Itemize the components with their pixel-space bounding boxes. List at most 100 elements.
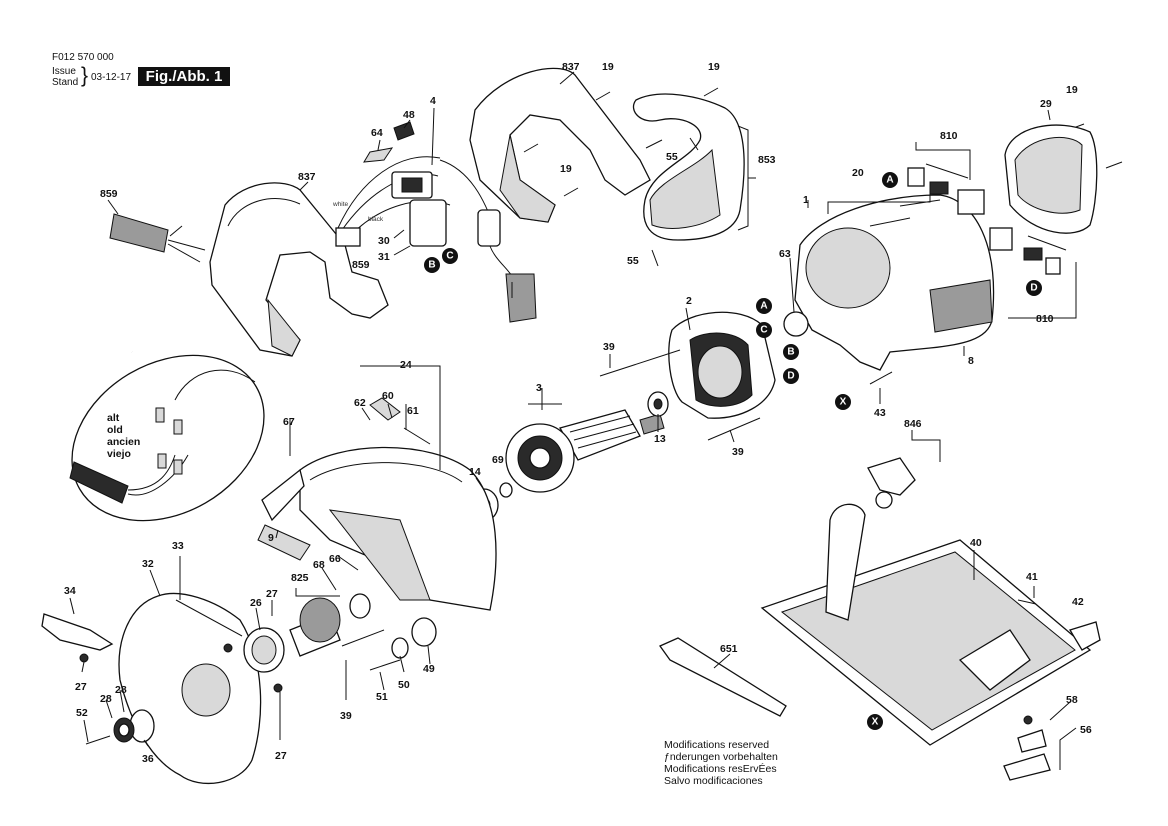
svg-text:D: D: [787, 371, 794, 382]
part-label: 43: [874, 407, 886, 419]
svg-text:D: D: [1030, 283, 1037, 294]
modifications-line: Modifications reserved: [664, 739, 770, 751]
part-label: 62: [354, 397, 366, 409]
part-label: 8: [968, 355, 974, 367]
part-label: 58: [1066, 694, 1078, 706]
part-label: 66: [329, 553, 341, 565]
main-handle: [469, 67, 756, 241]
modifications-line: Salvo modificaciones: [664, 775, 763, 787]
modifications-line: Modifications resErvÉes: [664, 763, 777, 775]
part-label: 30: [378, 235, 390, 247]
brush-holders: [907, 163, 1067, 275]
long-screws: [599, 349, 893, 441]
part-label: 29: [1040, 98, 1052, 110]
marker-c-1: C: [442, 248, 458, 264]
part-label: 859: [100, 188, 118, 200]
part-label: 51: [376, 691, 388, 703]
part-label: 39: [732, 446, 744, 458]
blade-guard: [257, 397, 497, 611]
part-label: 837: [298, 171, 316, 183]
power-cord: [50, 213, 206, 354]
svg-text:B: B: [428, 260, 435, 271]
part-label: 50: [398, 679, 410, 691]
part-label: 68: [313, 559, 325, 571]
base-plate: [760, 503, 1101, 746]
part-label: 825: [291, 572, 309, 584]
part-label: 69: [492, 454, 504, 466]
wire-label-black: black: [368, 216, 384, 223]
part-number: F012 570 000: [52, 52, 114, 63]
issue-date: 03-12-17: [91, 72, 132, 83]
part-label: 64: [371, 127, 383, 139]
stand-label: Stand: [52, 77, 79, 88]
lower-guard: [41, 592, 262, 785]
marker-x-1: X: [835, 394, 851, 410]
end-cap: [1004, 124, 1098, 234]
part-label: 27: [75, 681, 87, 693]
alt-label-1: old: [107, 424, 123, 436]
part-label: 34: [64, 585, 76, 597]
part-label: 39: [603, 341, 615, 353]
part-label: 28: [115, 684, 127, 696]
part-label: 846: [904, 418, 922, 430]
part-label: 39: [340, 710, 352, 722]
washers-and-screws: [79, 643, 283, 745]
switch-assembly: [335, 121, 537, 323]
part-label: 60: [382, 390, 394, 402]
part-label: 24: [400, 359, 412, 371]
part-label: 61: [407, 405, 419, 417]
header-brace: }: [81, 64, 89, 87]
handle-housing-left: [209, 182, 389, 357]
part-label: 52: [76, 707, 88, 719]
wire-label-white: white: [332, 201, 349, 208]
part-label: 3: [536, 382, 542, 394]
alt-label-3: viejo: [107, 448, 131, 460]
svg-text:C: C: [760, 325, 767, 336]
part-labels: 859 837 64 48 4 30 31 859 837 19 19 19 5…: [64, 61, 1092, 765]
part-label: 4: [430, 95, 436, 107]
armature: [505, 391, 669, 493]
marker-d-1: D: [1026, 280, 1042, 296]
part-label: 27: [275, 750, 287, 762]
wrench-651: [659, 637, 787, 717]
part-label: 19: [708, 61, 720, 73]
lever-846: [867, 457, 916, 509]
part-label: 28: [100, 693, 112, 705]
part-label: 48: [403, 109, 415, 121]
part-label: 19: [560, 163, 572, 175]
part-label: 31: [378, 251, 390, 263]
part-label: 33: [172, 540, 184, 552]
part-label: 55: [627, 255, 639, 267]
part-label: 837: [562, 61, 580, 73]
part-label: 26: [250, 597, 262, 609]
part-label: 810: [1036, 313, 1054, 325]
svg-text:A: A: [886, 175, 893, 186]
part-label: 19: [1066, 84, 1078, 96]
svg-text:B: B: [787, 347, 794, 358]
marker-x-2: X: [867, 714, 883, 730]
part-label: 63: [779, 248, 791, 260]
drive-gear: [243, 593, 437, 673]
part-label: 20: [852, 167, 864, 179]
svg-text:A: A: [760, 301, 767, 312]
leader-lines: [69, 71, 1077, 770]
marker-d-2: D: [783, 368, 799, 384]
part-label: 56: [1080, 724, 1092, 736]
alt-label-0: alt: [107, 412, 120, 424]
svg-text:C: C: [446, 251, 453, 262]
motor-housing: [794, 194, 995, 371]
part-label: 859: [352, 259, 370, 271]
part-label: 40: [970, 537, 982, 549]
part-label: 853: [758, 154, 776, 166]
part-label: 2: [686, 295, 692, 307]
svg-text:X: X: [840, 397, 847, 408]
modifications-line: ƒnderungen vorbehalten: [664, 751, 778, 763]
alt-label-2: ancien: [107, 436, 140, 448]
parts-56-58: [1003, 599, 1051, 781]
part-label: 1: [803, 194, 809, 206]
part-label: 27: [266, 588, 278, 600]
part-label: 41: [1026, 571, 1038, 583]
part-label: 55: [666, 151, 678, 163]
part-label: 42: [1072, 596, 1084, 608]
